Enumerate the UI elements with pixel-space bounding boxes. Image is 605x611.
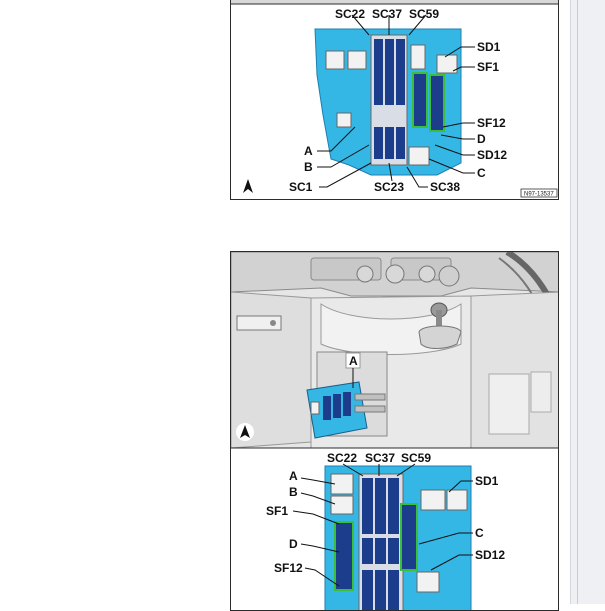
fuse-box-diagram-1: SC22 SC37 SC59 SD1 SF1 SF12 D SD12 C A B… [231,0,558,198]
label-sd12: SD12 [475,548,505,562]
label-sf1: SF1 [477,60,499,74]
location-label-a: A [349,354,358,368]
label-d: D [289,537,298,551]
right-sidebar-rail[interactable] [570,0,605,604]
label-sf12: SF12 [477,116,506,130]
label-sc37: SC37 [365,451,395,465]
label-sf1: SF1 [266,504,288,518]
label-c: C [475,526,484,540]
label-sc22: SC22 [335,7,365,21]
label-b: B [304,160,313,174]
label-sc38: SC38 [430,180,460,194]
label-sd12: SD12 [477,148,507,162]
label-sc59: SC59 [409,7,439,21]
label-c: C [477,166,486,180]
label-a: A [289,469,298,483]
label-sc22: SC22 [327,451,357,465]
label-sc59: SC59 [401,451,431,465]
fuse-box-diagram-figure-1: SC22 SC37 SC59 SD1 SF1 SF12 D SD12 C A B… [230,0,559,200]
label-sd1: SD1 [477,40,501,54]
label-a: A [304,144,313,158]
label-sc23: SC23 [374,180,404,194]
label-sc1: SC1 [289,180,313,194]
fuse-box-location-figure-2: A [230,251,559,611]
fuse-box-diagram-2: A [231,252,558,610]
north-arrow-icon [243,179,253,193]
fuse-column-1 [374,39,405,159]
label-d: D [477,132,486,146]
fuse-box-location [306,381,386,439]
fuse-box-detail: SC22 SC37 SC59 A B SF1 D SF12 SD1 C SD12 [266,451,505,610]
label-sc37: SC37 [372,7,402,21]
figure-code: N97-13537 [524,192,554,198]
label-sd1: SD1 [475,474,499,488]
sidebar-divider [577,0,578,604]
console-illustration: A [231,252,558,449]
north-arrow-icon [240,425,250,438]
label-sf12: SF12 [274,561,303,575]
label-b: B [289,485,298,499]
